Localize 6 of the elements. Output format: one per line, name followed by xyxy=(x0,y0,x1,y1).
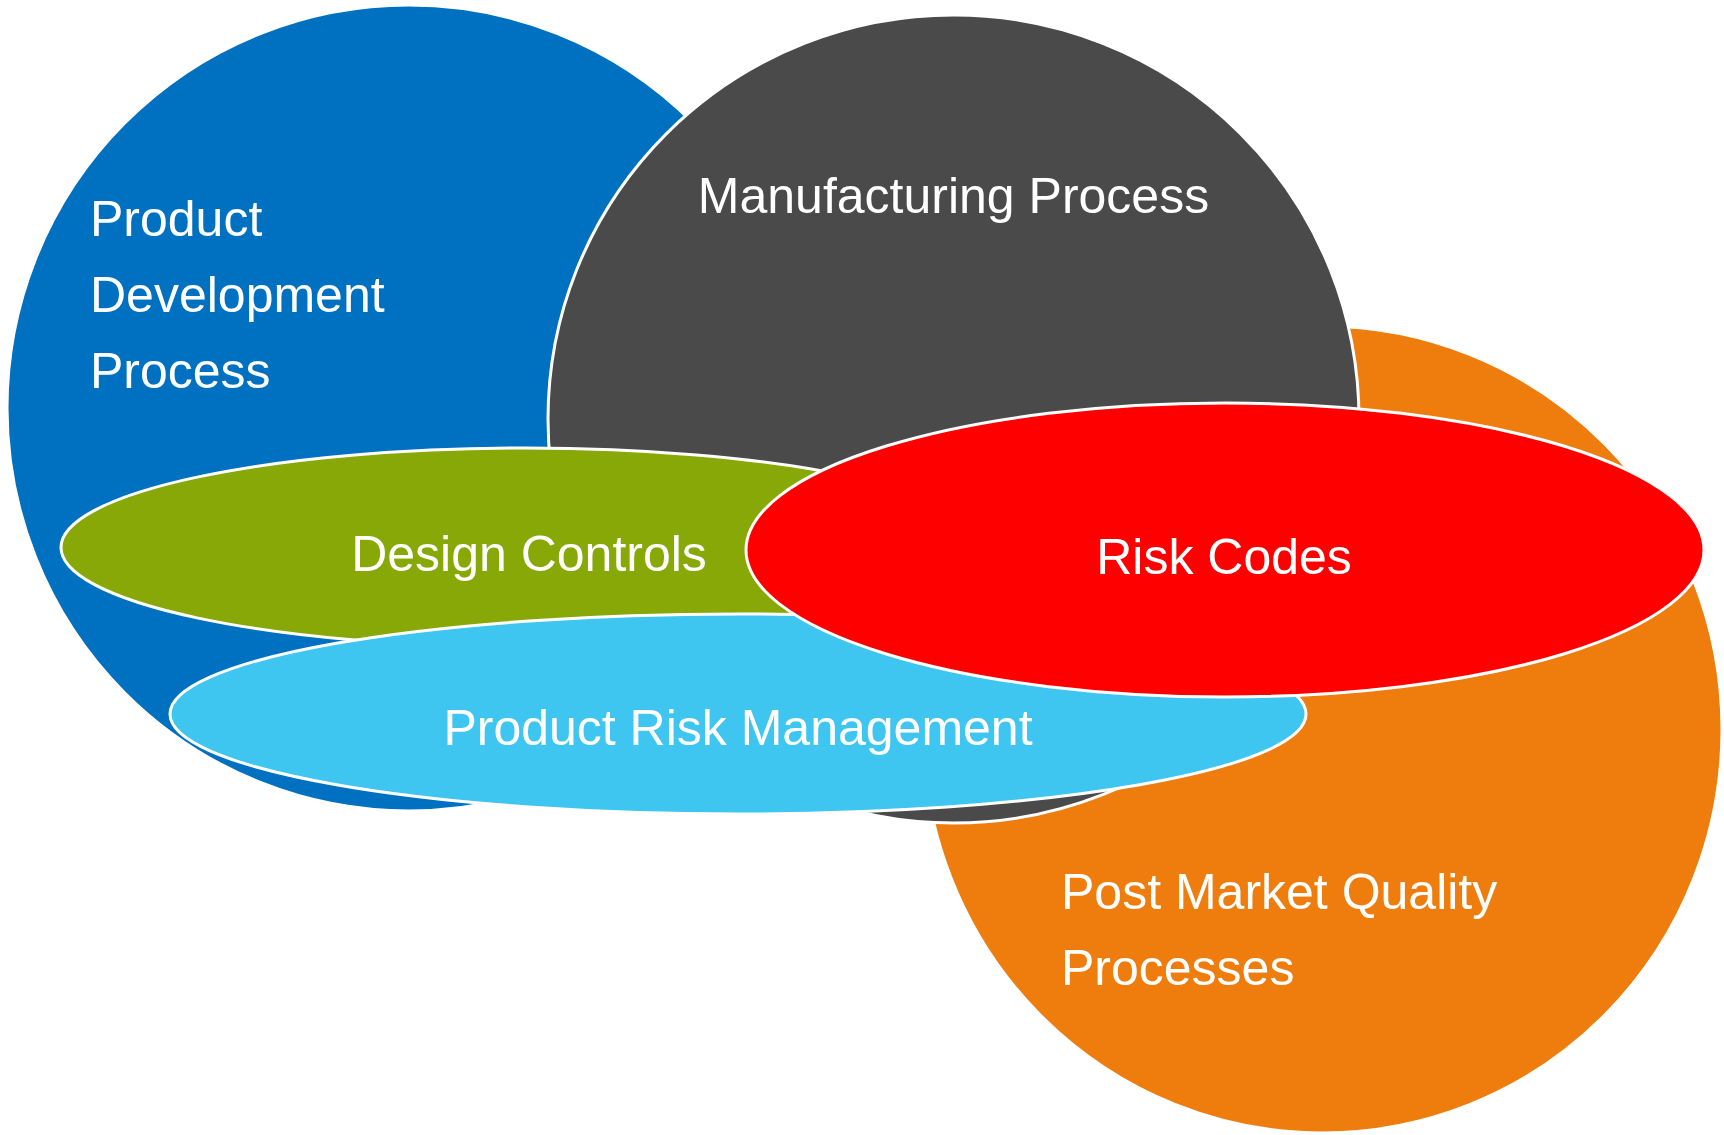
circle-label: Design Controls xyxy=(350,525,708,584)
circle-label: Product Risk Management xyxy=(442,699,1034,758)
circle-label: Manufacturing Process xyxy=(696,167,1211,226)
circle-label: Product Development Process xyxy=(90,190,386,401)
circle-label: Post Market Quality Processes xyxy=(1061,863,1499,998)
circle-label: Risk Codes xyxy=(1095,528,1353,587)
